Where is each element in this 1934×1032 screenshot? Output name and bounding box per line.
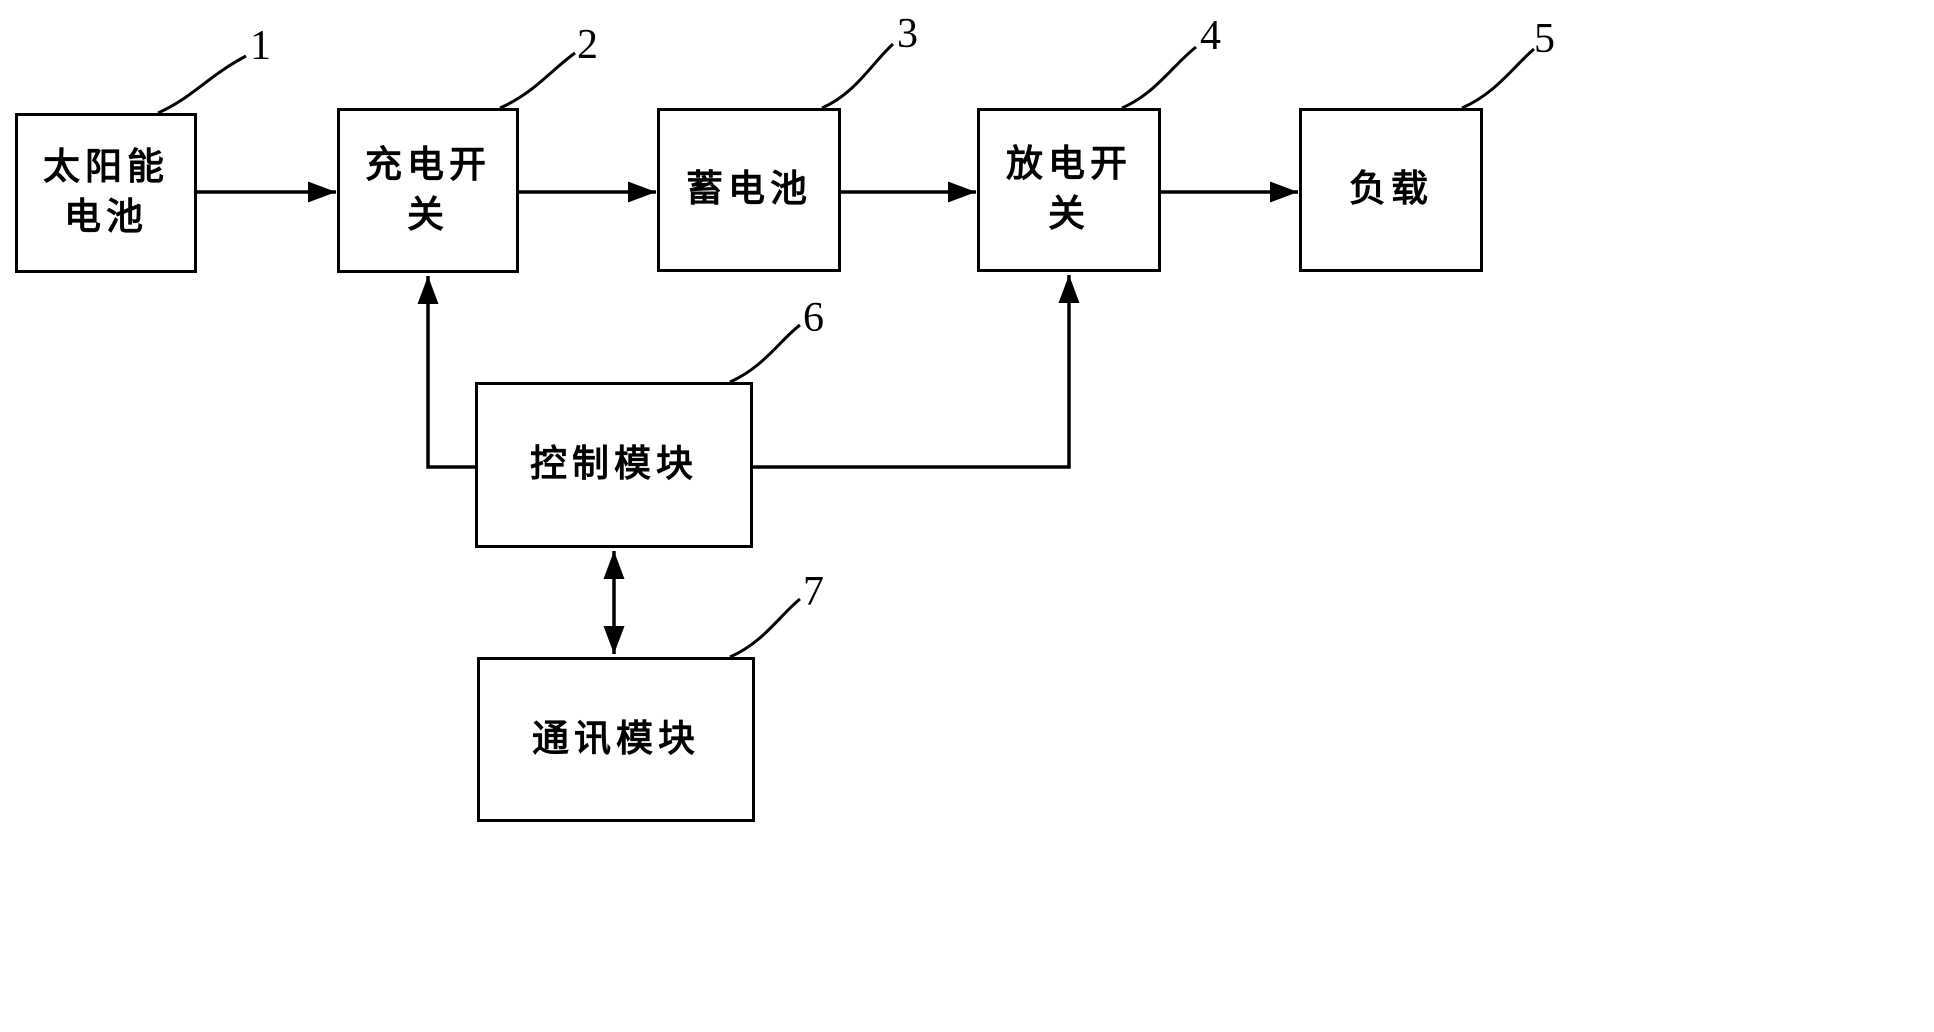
leader-line-3 (821, 42, 895, 110)
block-storage-battery: 蓄电池 (657, 108, 841, 272)
arrow-control-to-discharge-switch (753, 275, 1080, 469)
block-solar-battery: 太阳能 电池 (15, 113, 197, 273)
block-load-label: 负载 (1349, 169, 1433, 211)
ref-number-5: 5 (1534, 16, 1555, 62)
ref-number-2: 2 (577, 22, 598, 68)
block-charge-switch-label-line2: 关 (407, 194, 449, 236)
leader-line-2 (499, 51, 576, 110)
ref-number-7: 7 (803, 569, 824, 615)
arrow-control-to-charge-switch (417, 276, 475, 469)
block-discharge-switch-label-line2: 关 (1048, 194, 1090, 235)
block-solar-battery-label-line1: 太阳能 (43, 147, 169, 189)
leader-line-7 (729, 597, 801, 659)
block-communication-module-label: 通讯模块 (532, 718, 700, 760)
ref-number-3: 3 (897, 11, 918, 57)
block-discharge-switch: 放电开 关 (977, 108, 1161, 272)
leader-line-6 (729, 323, 801, 384)
block-storage-battery-label: 蓄电池 (686, 169, 812, 211)
block-discharge-switch-label-line1: 放电开 (1006, 144, 1132, 186)
block-charge-switch: 充电开 关 (337, 108, 519, 273)
block-control-module: 控制模块 (475, 382, 753, 548)
leader-line-5 (1461, 47, 1535, 110)
block-charge-switch-label-line1: 充电开 (365, 144, 491, 186)
leader-line-1 (157, 54, 247, 115)
ref-number-1: 1 (250, 23, 271, 69)
block-solar-battery-label-line2: 电池 (64, 197, 148, 238)
ref-number-6: 6 (803, 295, 824, 341)
block-communication-module: 通讯模块 (477, 657, 755, 822)
block-control-module-label: 控制模块 (530, 444, 698, 486)
ref-number-4: 4 (1200, 13, 1221, 59)
block-load: 负载 (1299, 108, 1483, 272)
leader-line-4 (1121, 45, 1197, 110)
